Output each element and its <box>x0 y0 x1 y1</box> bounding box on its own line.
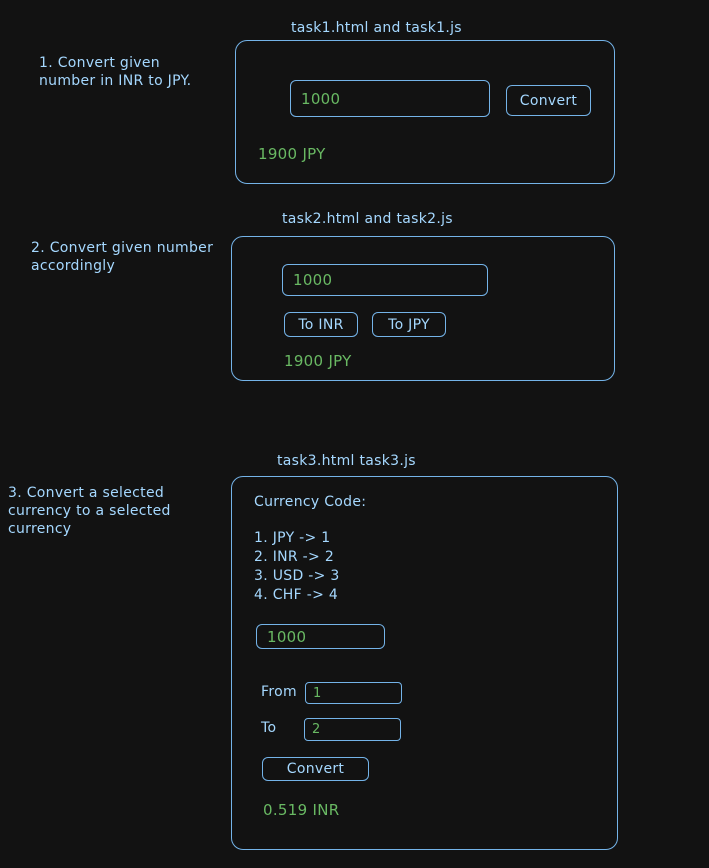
to-jpy-button[interactable]: To JPY <box>372 312 446 337</box>
task2-description-line-2: accordingly <box>31 258 116 274</box>
task3-description-line-2: currency to a selected <box>8 503 171 519</box>
currency-code-jpy: 1. JPY -> 1 <box>254 530 331 546</box>
task1-description-line-2: number in INR to JPY. <box>39 73 192 89</box>
task1-amount-input[interactable]: 1000 <box>290 80 490 117</box>
currency-code-inr: 2. INR -> 2 <box>254 549 335 565</box>
to-currency-input[interactable]: 2 <box>304 718 401 741</box>
currency-code-title: Currency Code: <box>254 494 367 510</box>
task3-amount-input[interactable]: 1000 <box>256 624 385 649</box>
from-label: From <box>261 684 297 700</box>
task3-frame <box>231 476 618 850</box>
task2-result: 1900 JPY <box>284 352 352 370</box>
task1-result: 1900 JPY <box>258 145 326 163</box>
currency-code-chf: 4. CHF -> 4 <box>254 587 339 603</box>
task3-description-line-1: 3. Convert a selected <box>8 485 165 501</box>
to-inr-button[interactable]: To INR <box>284 312 358 337</box>
task3-result: 0.519 INR <box>263 801 340 819</box>
task1-convert-button[interactable]: Convert <box>506 85 591 116</box>
task1-frame <box>235 40 615 184</box>
to-label: To <box>261 720 277 736</box>
from-currency-input[interactable]: 1 <box>305 682 402 704</box>
task1-description-line-1: 1. Convert given <box>39 55 160 71</box>
task1-header: task1.html and task1.js <box>291 20 462 36</box>
task2-frame <box>231 236 615 381</box>
task3-description-line-3: currency <box>8 521 72 537</box>
task2-header: task2.html and task2.js <box>282 211 453 227</box>
task3-convert-button[interactable]: Convert <box>262 757 369 781</box>
currency-code-usd: 3. USD -> 3 <box>254 568 340 584</box>
task2-description-line-1: 2. Convert given number <box>31 240 214 256</box>
task2-amount-input[interactable]: 1000 <box>282 264 488 296</box>
task3-header: task3.html task3.js <box>277 453 416 469</box>
